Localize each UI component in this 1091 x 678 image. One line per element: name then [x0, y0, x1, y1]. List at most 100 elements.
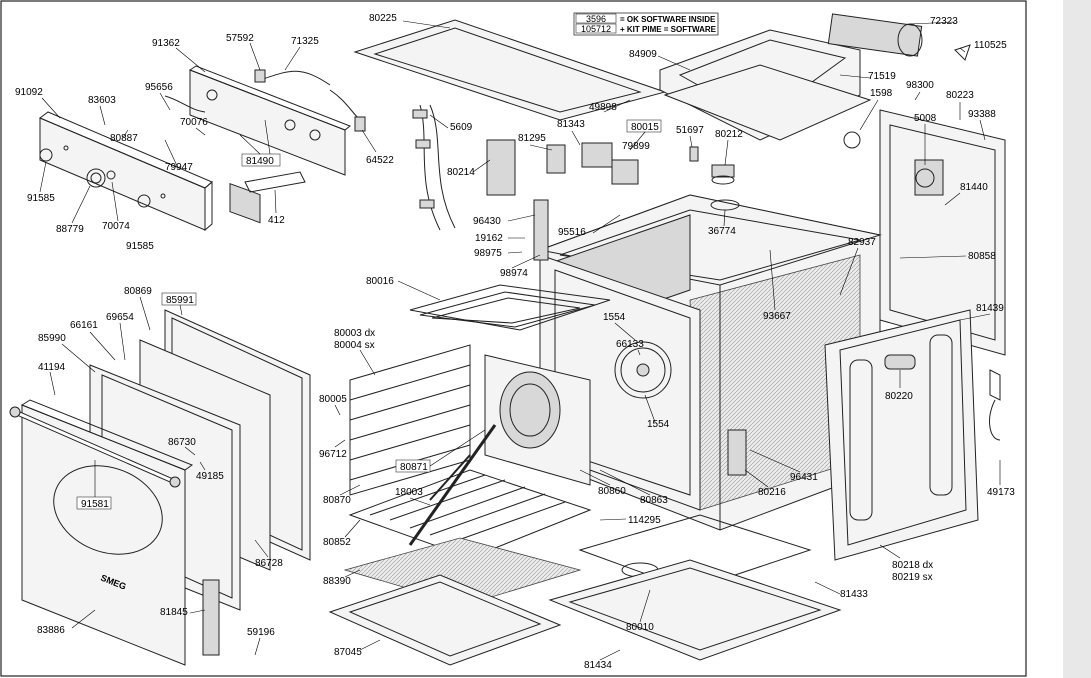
- bracket-96430: [533, 199, 549, 261]
- label-80005: 80005: [319, 394, 347, 405]
- wire-71325: [259, 70, 331, 86]
- label-41194: 41194: [38, 362, 66, 373]
- label-80863: 80863: [640, 495, 668, 506]
- grill-element-80016: [409, 284, 611, 331]
- label-88779: 88779: [56, 224, 84, 235]
- hinge-81845: [202, 579, 220, 656]
- label-80004: 80004 sx: [334, 340, 375, 351]
- side-rack-80003: [349, 344, 471, 496]
- label-70074: 70074: [102, 221, 130, 232]
- label-81439: 81439: [976, 303, 1004, 314]
- label-80015: 80015: [631, 122, 659, 133]
- wire-95656: [164, 95, 206, 113]
- top-plate-84910: [663, 64, 872, 141]
- label-81343: 81343: [557, 119, 585, 130]
- label-95516: 95516: [558, 227, 586, 238]
- label-96712: 96712: [319, 449, 347, 460]
- label-57592: 57592: [226, 33, 254, 44]
- label-79899: 79899: [622, 141, 650, 152]
- label-81845: 81845: [160, 607, 188, 618]
- label-114295: 114295: [628, 515, 661, 526]
- label-5609: 5609: [450, 122, 473, 133]
- label-66133: 66133: [616, 339, 644, 350]
- label-85991: 85991: [166, 295, 194, 306]
- label-51697: 51697: [676, 125, 704, 136]
- label-93667: 93667: [763, 311, 791, 322]
- label-80216: 80216: [758, 487, 786, 498]
- part-labels: 80225 72323 110525 91362 57592 71325 849…: [15, 13, 1015, 671]
- label-85990: 85990: [38, 333, 66, 344]
- label-1598: 1598: [870, 88, 893, 99]
- fan-element-66133: [614, 341, 672, 399]
- label-80212: 80212: [715, 129, 743, 140]
- label-66161: 66161: [70, 320, 98, 331]
- label-80220: 80220: [885, 391, 913, 402]
- side-panel-81439: [824, 309, 979, 561]
- rear-panel-80223: [843, 109, 1006, 356]
- software-legend: 3596 = OK SOFTWARE INSIDE 105712 + KIT P…: [573, 12, 719, 36]
- label-1554-b: 1554: [647, 419, 670, 430]
- label-81490: 81490: [246, 156, 274, 167]
- label-91092: 91092: [15, 87, 43, 98]
- label-84909: 84909: [629, 49, 657, 60]
- label-19162: 19162: [475, 233, 503, 244]
- label-80870: 80870: [323, 495, 351, 506]
- label-110525: 110525: [974, 40, 1007, 51]
- label-71325: 71325: [291, 36, 319, 47]
- label-80871-box: 80871: [395, 459, 431, 473]
- label-80214: 80214: [447, 167, 475, 178]
- label-80869: 80869: [124, 286, 152, 297]
- label-98300: 98300: [906, 80, 934, 91]
- label-5008: 5008: [914, 113, 937, 124]
- label-80852: 80852: [323, 537, 351, 548]
- legend-kit-text: + KIT PIME = SOFTWARE: [620, 25, 717, 34]
- label-71519: 71519: [868, 71, 896, 82]
- label-91581-box: 91581: [76, 496, 112, 510]
- label-96430: 96430: [473, 216, 501, 227]
- leader-lines: [39, 20, 1001, 661]
- connector-57592: [254, 69, 266, 83]
- label-80858: 80858: [968, 251, 996, 262]
- part-51697: [689, 146, 699, 162]
- label-80860: 80860: [598, 486, 626, 497]
- label-83603: 83603: [88, 95, 116, 106]
- label-49185: 49185: [196, 471, 224, 482]
- label-80223: 80223: [946, 90, 974, 101]
- label-18003: 18003: [395, 487, 423, 498]
- label-80219: 80219 sx: [892, 572, 933, 583]
- label-79947: 79947: [165, 162, 193, 173]
- scrollbar-track[interactable]: [1063, 0, 1091, 678]
- label-80218: 80218 dx: [892, 560, 933, 571]
- label-96431: 96431: [790, 472, 818, 483]
- label-98974: 98974: [500, 268, 528, 279]
- rotisserie-spit-18003: [408, 424, 497, 546]
- label-87045: 87045: [334, 647, 362, 658]
- label-1554-a: 1554: [603, 312, 626, 323]
- ribbon-412: [244, 171, 306, 193]
- label-81440: 81440: [960, 182, 988, 193]
- label-86728: 86728: [255, 558, 283, 569]
- label-80016: 80016: [366, 276, 394, 287]
- label-80887: 80887: [110, 133, 138, 144]
- label-93388: 93388: [968, 109, 996, 120]
- legend-ok-text: = OK SOFTWARE INSIDE: [620, 15, 716, 24]
- grid-shelf-80852: [348, 469, 592, 559]
- label-83886: 83886: [37, 625, 65, 636]
- label-81434: 81434: [584, 660, 612, 671]
- label-80003: 80003 dx: [334, 328, 375, 339]
- label-80225: 80225: [369, 13, 397, 24]
- label-69654: 69654: [106, 312, 134, 323]
- label-412: 412: [268, 215, 285, 226]
- cooling-fan-72323: [827, 13, 923, 57]
- label-80871: 80871: [400, 462, 428, 473]
- label-85991-box: 85991: [161, 292, 197, 306]
- label-49898: 49898: [589, 102, 617, 113]
- door-handle-91581: [9, 406, 181, 488]
- part-49173-switch: [989, 369, 1001, 401]
- label-91585-a: 91585: [27, 193, 55, 204]
- label-88390: 88390: [323, 576, 351, 587]
- label-81433: 81433: [840, 589, 868, 600]
- baking-tray-87045: [328, 574, 562, 666]
- label-59196: 59196: [247, 627, 275, 638]
